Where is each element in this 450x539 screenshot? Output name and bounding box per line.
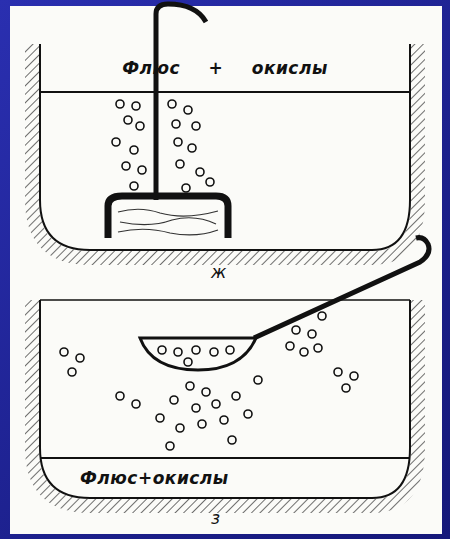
figure-letter: з [211, 508, 220, 528]
layer-label: Флюс+окислы [80, 468, 229, 488]
layer-band: Флюс + окислы [40, 44, 410, 92]
figure-letter: ж [211, 262, 226, 282]
layer-label: Флюс + окислы [122, 58, 328, 78]
layer-band: Флюс+окислы [40, 460, 300, 496]
